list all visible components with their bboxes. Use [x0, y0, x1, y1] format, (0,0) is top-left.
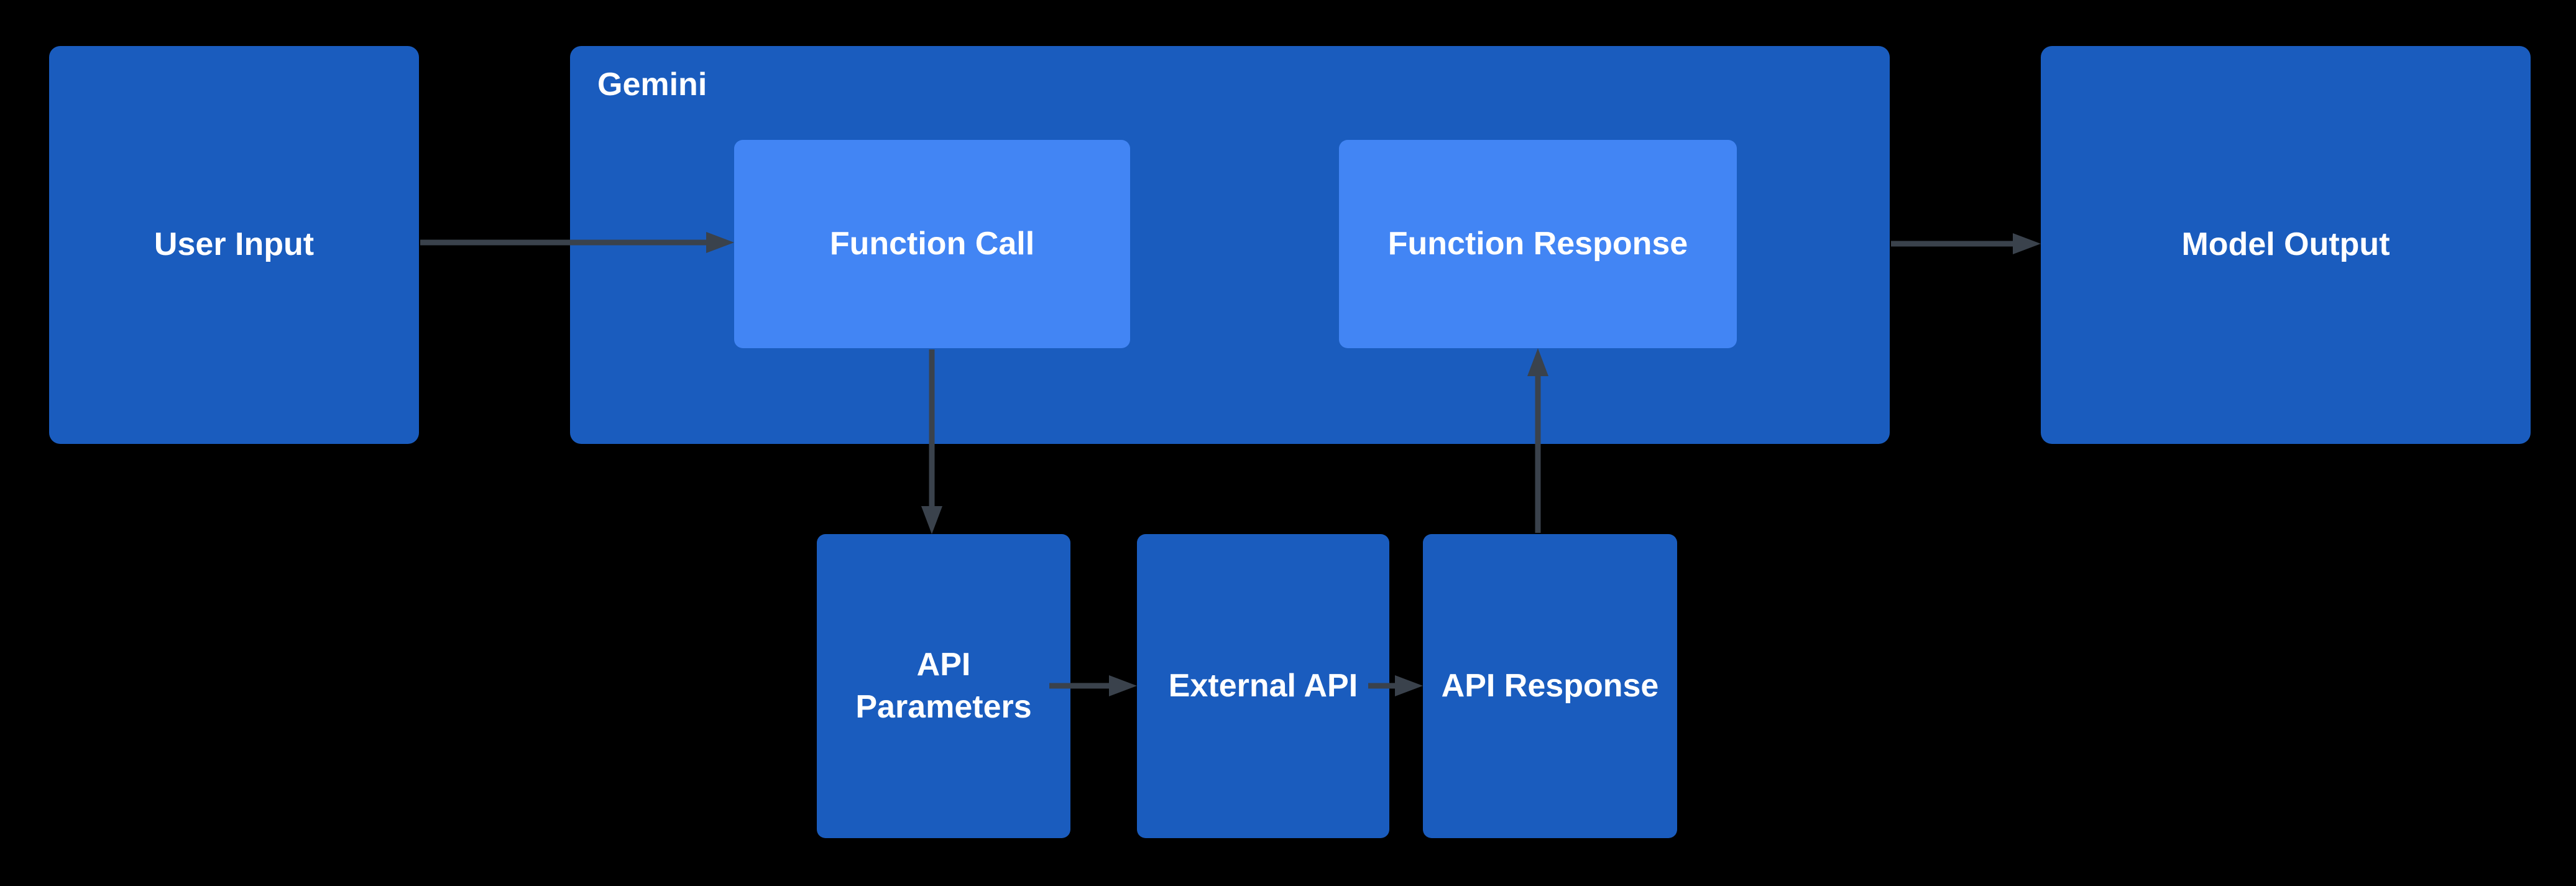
- arrow-gemini-to-model-output: [1891, 233, 2041, 254]
- node-api-parameters-label: API Parameters: [855, 646, 1032, 725]
- node-function-response: Function Response: [1339, 140, 1737, 348]
- node-model-output-label: Model Output: [2181, 226, 2390, 263]
- node-external-api: External API: [1137, 534, 1389, 838]
- node-api-parameters: API Parameters: [817, 534, 1070, 838]
- node-api-response: API Response: [1423, 534, 1677, 838]
- gemini-container: Gemini Function Call Function Response: [570, 46, 1890, 444]
- node-api-response-label: API Response: [1441, 667, 1659, 704]
- gemini-label: Gemini: [597, 67, 707, 103]
- node-function-response-label: Function Response: [1387, 225, 1688, 262]
- node-model-output: Model Output: [2041, 46, 2531, 444]
- node-external-api-label: External API: [1168, 667, 1358, 704]
- node-function-call: Function Call: [734, 140, 1130, 348]
- node-user-input-label: User Input: [154, 226, 315, 263]
- node-function-call-label: Function Call: [829, 225, 1035, 262]
- node-user-input: User Input: [49, 46, 419, 444]
